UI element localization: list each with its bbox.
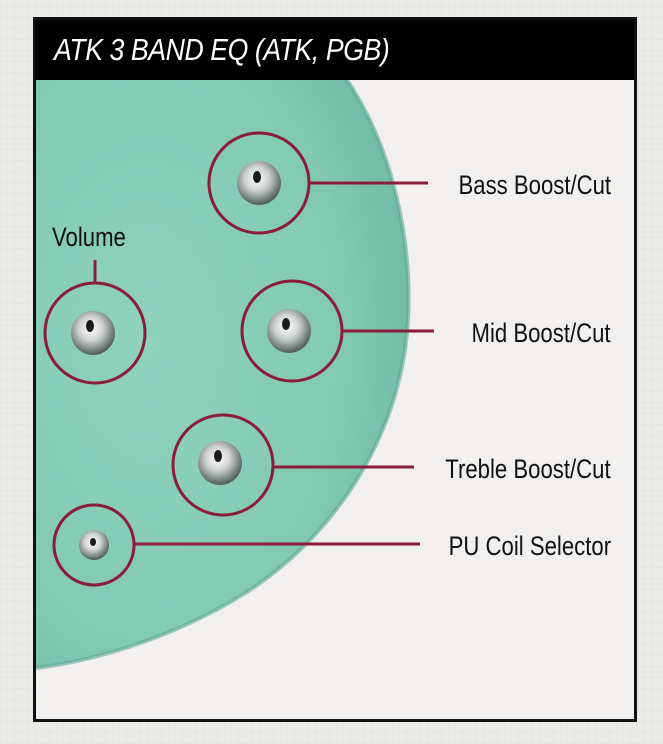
- diagram-title: ATK 3 BAND EQ (ATK, PGB): [54, 32, 390, 67]
- control-knob-icon: [237, 161, 281, 205]
- treble-label: Treble Boost/Cut: [445, 454, 611, 484]
- bass-knob: [207, 131, 311, 235]
- mid-knob: [240, 279, 344, 383]
- control-knob-icon: [267, 309, 311, 353]
- treble-knob: [171, 413, 275, 517]
- pu-coil-switch: [52, 503, 136, 587]
- control-knob-icon: [71, 311, 115, 355]
- guitar-body: [36, 77, 409, 668]
- pu-coil-label: PU Coil Selector: [448, 531, 611, 561]
- diagram-title-bar: ATK 3 BAND EQ (ATK, PGB): [36, 20, 634, 80]
- volume-knob: [43, 281, 147, 385]
- mid-label: Mid Boost/Cut: [471, 318, 611, 348]
- volume-label: Volume: [52, 222, 126, 252]
- bass-label: Bass Boost/Cut: [458, 170, 611, 200]
- control-knob-icon: [198, 441, 242, 485]
